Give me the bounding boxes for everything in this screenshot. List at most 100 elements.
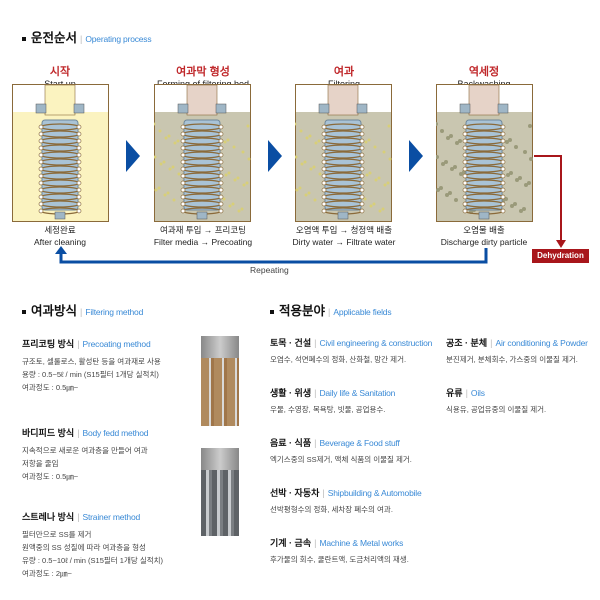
description-line: 여과정도 : 2㎛~	[22, 569, 72, 578]
field-description: 선박평형수의 정화, 세차장 폐수의 여과.	[270, 505, 393, 514]
field-title: 공조 · 분체|Air conditioning & Powder	[446, 338, 588, 348]
field-item: 기계 · 금속|Machine & Metal works 후가물의 회수, 쿨란…	[270, 537, 438, 587]
field-description: 엑기스중의 SS제거, 액체 식품의 이물질 제거.	[270, 455, 412, 464]
field-en: Machine & Metal works	[319, 538, 404, 548]
dehydration-line	[534, 155, 562, 240]
down-arrow-icon	[556, 240, 566, 248]
field-en: Beverage & Food stuff	[319, 438, 400, 448]
field-item: 유류|Oils 식용유, 공업유중의 이물질 제거.	[446, 387, 596, 437]
flow-lines	[55, 155, 566, 264]
heading-ko: 적용분야	[279, 304, 326, 318]
description-line: 필터만으로 SS를 제거	[22, 530, 92, 539]
caption-en: Dirty water → Filtrate water	[292, 237, 396, 247]
heading-ko: 운전순서	[31, 31, 78, 45]
next-arrow-icon	[268, 140, 282, 172]
field-description: 식용유, 공업유중의 이물질 제거.	[446, 405, 547, 414]
description-line: 여과정도 : 0.5㎛~	[22, 383, 79, 392]
repeat-arrow-icon	[55, 246, 67, 254]
next-arrow-icon	[126, 140, 140, 172]
method-ko: 스트레나 방식	[22, 512, 75, 522]
field-title: 기계 · 금속|Machine & Metal works	[270, 538, 404, 548]
method-ko: 바디피드 방식	[22, 428, 75, 438]
method-title: 프리코팅 방식|Precoating method	[22, 339, 151, 349]
field-en: Oils	[470, 388, 485, 398]
heading-ko: 여과방식	[31, 304, 78, 318]
filter-diagram-start	[12, 84, 109, 222]
method-title: 스트레나 방식|Strainer method	[22, 512, 141, 522]
description-line: 지속적으로 새로운 여과층을 만들어 여과	[22, 446, 148, 455]
filter-illustration	[434, 84, 533, 222]
field-en: Civil engineering & construction	[319, 338, 433, 348]
field-en: Daily life & Sanitation	[319, 388, 396, 398]
method-ko: 프리코팅 방식	[22, 339, 75, 349]
method-en: Precoating method	[82, 339, 151, 349]
field-description: 우물, 수영장, 목욕탕, 빗물, 공업용수.	[270, 405, 386, 414]
field-title: 선박 · 자동차|Shipbuilding & Automobile	[270, 488, 422, 498]
description-line: 저항을 줄임	[22, 459, 59, 468]
caption-filtering: 오염액 투입 → 청정액 배출 Dirty water → Filtrate wa…	[274, 224, 414, 248]
field-item: 공조 · 분체|Air conditioning & Powder 분진제거, 분…	[446, 337, 596, 387]
strainer-filter-photo	[201, 448, 239, 536]
fields-heading: 적용분야|Applicable fields	[270, 300, 392, 319]
caption-en: Filter media → Precoating	[153, 237, 253, 247]
filter-illustration	[293, 84, 392, 222]
field-item: 음료 · 식품|Beverage & Food stuff 엑기스중의 SS제거,…	[270, 437, 438, 487]
filter-illustration	[152, 84, 251, 222]
method-en: Strainer method	[82, 512, 141, 522]
dehydration-badge: Dehydration	[532, 249, 589, 263]
precoating-filter-photo	[201, 336, 239, 426]
heading-en: Filtering method	[85, 307, 144, 317]
repeating-label: Repeating	[250, 265, 289, 275]
field-ko: 공조 · 분체	[446, 338, 488, 348]
field-title: 유류|Oils	[446, 388, 485, 398]
field-ko: 생활 · 위생	[270, 388, 312, 398]
field-item: 생활 · 위생|Daily life & Sanitation 우물, 수영장, …	[270, 387, 438, 437]
next-arrow-icon	[409, 140, 423, 172]
field-item: 선박 · 자동차|Shipbuilding & Automobile 선박평형수의…	[270, 487, 438, 537]
step-ko: 여과막 형성	[176, 66, 230, 78]
step-ko: 여과	[333, 66, 355, 78]
step-ko: 역세정	[468, 66, 500, 78]
caption-ko: 오염물 배출	[463, 225, 505, 235]
field-ko: 토목 · 건설	[270, 338, 312, 348]
field-ko: 음료 · 식품	[270, 438, 312, 448]
filter-illustration	[12, 84, 109, 222]
heading-en: Applicable fields	[333, 307, 392, 317]
caption-forming: 여과재 투입 → 프리코팅 Filter media → Precoating	[133, 224, 273, 248]
description-line: 용량 : 0.5~5ℓ / min (S15필터 1개당 실적치)	[22, 370, 159, 379]
field-title: 음료 · 식품|Beverage & Food stuff	[270, 438, 400, 448]
description-line: 규조토, 셀룰로스, 활성탄 등을 여과재로 사용	[22, 357, 161, 366]
caption-ko: 여과재 투입 → 프리코팅	[160, 225, 246, 235]
description-line: 유량 : 0.5~10ℓ / min (S15필터 1개당 실적치)	[22, 556, 164, 565]
field-ko: 기계 · 금속	[270, 538, 312, 548]
method-en: Body fedd method	[82, 428, 149, 438]
filter-diagram-forming	[152, 84, 251, 222]
field-title: 토목 · 건설|Civil engineering & construction	[270, 338, 433, 348]
fields-column-left: 토목 · 건설|Civil engineering & construction…	[270, 337, 438, 587]
field-en: Air conditioning & Powder	[495, 338, 588, 348]
caption-ko: 오염액 투입 → 청정액 배출	[295, 225, 393, 235]
field-description: 오염수, 석면폐수의 정화, 산화철, 망간 제거.	[270, 355, 407, 364]
heading-en: Operating process	[85, 34, 152, 44]
filter-diagram-backwashing	[434, 84, 533, 222]
description-line: 여과정도 : 0.5㎛~	[22, 472, 79, 481]
field-description: 후가물의 회수, 쿨란트액, 도금처리액의 재생.	[270, 555, 409, 564]
field-title: 생활 · 위생|Daily life & Sanitation	[270, 388, 396, 398]
process-heading: 운전순서|Operating process	[22, 27, 152, 46]
description-line: 원액중의 SS 성질에 따라 여과층을 형성	[22, 543, 146, 552]
step-ko: 시작	[49, 66, 71, 78]
caption-en: Discharge dirty particle	[440, 237, 528, 247]
method-title: 바디피드 방식|Body fedd method	[22, 428, 149, 438]
field-description: 분진제거, 분체회수, 가스중의 이물질 제거.	[446, 355, 578, 364]
field-ko: 선박 · 자동차	[270, 488, 320, 498]
methods-heading: 여과방식|Filtering method	[22, 300, 143, 319]
filter-diagram-filtering	[293, 84, 392, 222]
field-en: Shipbuilding & Automobile	[327, 488, 422, 498]
field-ko: 유류	[446, 388, 463, 398]
caption-ko: 세정완료	[44, 225, 76, 235]
fields-column-right: 공조 · 분체|Air conditioning & Powder 분진제거, 분…	[446, 337, 596, 437]
